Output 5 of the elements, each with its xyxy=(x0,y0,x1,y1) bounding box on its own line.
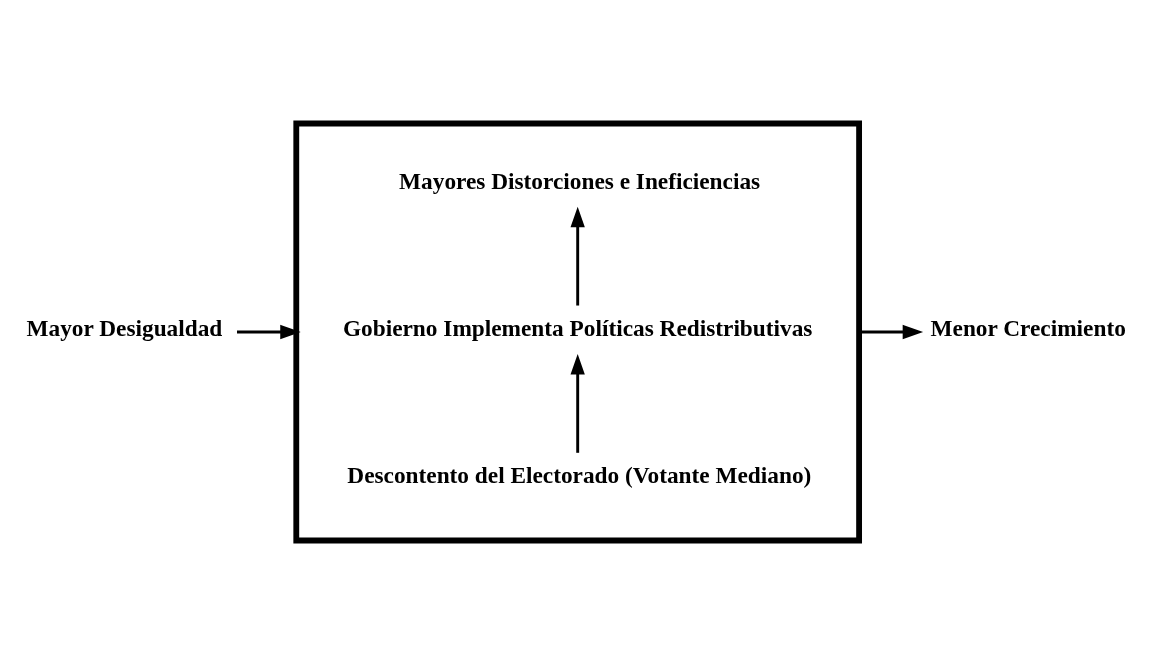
node-text: Mayores Distorciones e Ineficiencias xyxy=(399,167,761,194)
node-text: Gobierno Implementa Políticas Redistributivas xyxy=(342,315,813,342)
node-text: Descontento del Electorado (Votante Mediano) xyxy=(347,462,812,489)
node-text: Menor Crecimiento xyxy=(930,315,1126,342)
node-text: Mayor Desigualdad xyxy=(26,315,223,342)
